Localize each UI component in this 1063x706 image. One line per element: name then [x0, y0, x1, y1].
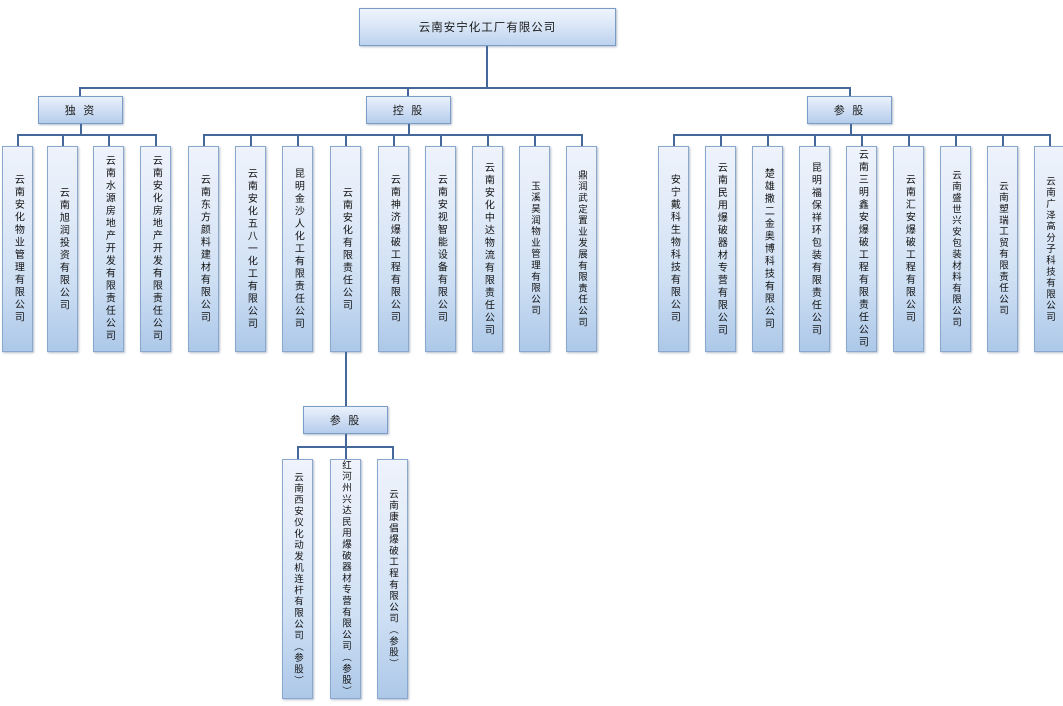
connector-konggu-stem [408, 124, 410, 135]
leaf-sub-cangu-0-label: 云南西安仪化动发机连杆有限公司（参股） [292, 471, 304, 687]
connector-subcangu-stem [345, 352, 347, 408]
connector-konggu-drop-7 [534, 134, 536, 147]
leaf-cangu-7-label: 云南塑瑞工贸有限责任公司 [997, 181, 1009, 317]
leaf-duzi-1-label: 云南旭润投资有限公司 [57, 186, 69, 312]
connector-cangu-stem [850, 124, 852, 135]
leaf-konggu-4-label: 云南神济爆破工程有限公司 [388, 174, 400, 324]
connector-duzi-drop-1 [62, 134, 64, 147]
leaf-cangu-1-label: 云南民用爆破器材专营有限公司 [715, 161, 727, 337]
connector-cangu-drop-5 [908, 134, 910, 147]
leaf-konggu-6[interactable]: 云南安化中达物流有限责任公司 [472, 146, 503, 352]
connector-subcangu-downstem [345, 434, 347, 447]
connector-konggu-drop-8 [581, 134, 583, 147]
leaf-konggu-4[interactable]: 云南神济爆破工程有限公司 [378, 146, 409, 352]
connector-duzi-stem [80, 124, 82, 135]
leaf-duzi-0[interactable]: 云南安化物业管理有限公司 [2, 146, 33, 352]
connector-to-duzi [79, 87, 81, 99]
leaf-konggu-7[interactable]: 玉溪昊润物业管理有限公司 [519, 146, 550, 352]
branch-header-sub-cangu[interactable]: 参 股 [303, 406, 388, 434]
connector-cangu-drop-0 [673, 134, 675, 147]
leaf-cangu-4-label: 云南三明鑫安爆破工程有限责任公司 [856, 149, 868, 349]
leaf-sub-cangu-2[interactable]: 云南康倡爆破工程有限公司（参股） [377, 459, 408, 699]
branch-header-duzi[interactable]: 独 资 [38, 96, 123, 124]
leaf-konggu-5[interactable]: 云南安视智能设备有限公司 [425, 146, 456, 352]
connector-cangu-drop-7 [1002, 134, 1004, 147]
leaf-cangu-5-label: 云南汇安爆破工程有限公司 [903, 174, 915, 324]
branch-header-sub-cangu-label: 参 股 [329, 414, 362, 427]
leaf-cangu-4[interactable]: 云南三明鑫安爆破工程有限责任公司 [846, 146, 877, 352]
leaf-sub-cangu-1-label: 红河州兴达民用爆破器材专营有限公司（参股） [340, 460, 352, 698]
connector-cangu-drop-1 [720, 134, 722, 147]
connector-cangu-drop-3 [814, 134, 816, 147]
leaf-duzi-2[interactable]: 云南水源房地产开发有限责任公司 [93, 146, 124, 352]
connector-cangu-drop-2 [767, 134, 769, 147]
leaf-cangu-8[interactable]: 云南广泽高分子科技有限公司 [1034, 146, 1063, 352]
leaf-konggu-1-label: 云南安化五八一化工有限公司 [245, 167, 257, 331]
connector-subcangu-drop-1 [345, 446, 347, 460]
leaf-sub-cangu-1[interactable]: 红河州兴达民用爆破器材专营有限公司（参股） [330, 459, 361, 699]
leaf-konggu-6-label: 云南安化中达物流有限责任公司 [482, 161, 494, 337]
leaf-cangu-2-label: 楚雄撒二金奥博科技有限公司 [762, 167, 774, 331]
connector-duzi-drop-3 [155, 134, 157, 147]
leaf-duzi-0-label: 云南安化物业管理有限公司 [12, 174, 24, 324]
connector-cangu-drop-8 [1049, 134, 1051, 147]
leaf-cangu-6-label: 云南盛世兴安包装材料有限公司 [950, 169, 962, 329]
connector-level2-bus [79, 87, 851, 89]
leaf-cangu-5[interactable]: 云南汇安爆破工程有限公司 [893, 146, 924, 352]
leaf-duzi-2-label: 云南水源房地产开发有限责任公司 [103, 155, 115, 343]
leaf-cangu-3-label: 昆明福保祥环包装有限责任公司 [809, 161, 821, 337]
leaf-konggu-2[interactable]: 昆明金沙人化工有限责任公司 [282, 146, 313, 352]
root-node[interactable]: 云南安宁化工厂有限公司 [359, 8, 616, 46]
leaf-cangu-6[interactable]: 云南盛世兴安包装材料有限公司 [940, 146, 971, 352]
leaf-sub-cangu-0[interactable]: 云南西安仪化动发机连杆有限公司（参股） [282, 459, 313, 699]
connector-konggu-bus [203, 134, 582, 136]
leaf-konggu-7-label: 玉溪昊润物业管理有限公司 [529, 181, 541, 317]
connector-subcangu-drop-0 [297, 446, 299, 460]
connector-konggu-drop-5 [440, 134, 442, 147]
leaf-konggu-0-label: 云南东方颜料建材有限公司 [198, 174, 210, 324]
leaf-konggu-1[interactable]: 云南安化五八一化工有限公司 [235, 146, 266, 352]
leaf-cangu-7[interactable]: 云南塑瑞工贸有限责任公司 [987, 146, 1018, 352]
leaf-sub-cangu-2-label: 云南康倡爆破工程有限公司（参股） [387, 488, 399, 670]
branch-header-cangu-label: 参 股 [833, 104, 866, 117]
branch-header-konggu[interactable]: 控 股 [366, 96, 451, 124]
leaf-konggu-3[interactable]: 云南安化有限责任公司 [330, 146, 361, 352]
connector-konggu-drop-1 [250, 134, 252, 147]
leaf-konggu-0[interactable]: 云南东方颜料建材有限公司 [188, 146, 219, 352]
leaf-cangu-3[interactable]: 昆明福保祥环包装有限责任公司 [799, 146, 830, 352]
leaf-cangu-0[interactable]: 安宁戴科生物科技有限公司 [658, 146, 689, 352]
connector-duzi-drop-2 [108, 134, 110, 147]
connector-cangu-drop-6 [955, 134, 957, 147]
connector-to-konggu [407, 87, 409, 99]
leaf-konggu-2-label: 昆明金沙人化工有限责任公司 [292, 167, 304, 331]
connector-konggu-drop-2 [297, 134, 299, 147]
leaf-cangu-2[interactable]: 楚雄撒二金奥博科技有限公司 [752, 146, 783, 352]
leaf-cangu-1[interactable]: 云南民用爆破器材专营有限公司 [705, 146, 736, 352]
leaf-konggu-8[interactable]: 鼎润武定置业发展有限责任公司 [566, 146, 597, 352]
connector-konggu-drop-3 [345, 134, 347, 147]
leaf-cangu-0-label: 安宁戴科生物科技有限公司 [668, 174, 680, 324]
connector-konggu-drop-6 [487, 134, 489, 147]
connector-cangu-drop-4 [861, 134, 863, 147]
branch-header-konggu-label: 控 股 [392, 104, 425, 117]
branch-header-cangu[interactable]: 参 股 [807, 96, 892, 124]
leaf-duzi-3[interactable]: 云南安化房地产开发有限责任公司 [140, 146, 171, 352]
leaf-duzi-3-label: 云南安化房地产开发有限责任公司 [150, 155, 162, 343]
leaf-konggu-8-label: 鼎润武定置业发展有限责任公司 [576, 169, 588, 329]
leaf-konggu-5-label: 云南安视智能设备有限公司 [435, 174, 447, 324]
connector-konggu-drop-0 [203, 134, 205, 147]
connector-duzi-drop-0 [17, 134, 19, 147]
root-node-label: 云南安宁化工厂有限公司 [418, 20, 557, 34]
branch-header-duzi-label: 独 资 [64, 104, 97, 117]
leaf-duzi-1[interactable]: 云南旭润投资有限公司 [47, 146, 78, 352]
leaf-konggu-3-label: 云南安化有限责任公司 [340, 186, 352, 312]
connector-root-stem [486, 46, 488, 88]
connector-subcangu-drop-2 [392, 446, 394, 460]
connector-duzi-bus [17, 134, 157, 136]
connector-to-cangu [849, 87, 851, 99]
connector-konggu-drop-4 [393, 134, 395, 147]
leaf-cangu-8-label: 云南广泽高分子科技有限公司 [1044, 175, 1056, 323]
